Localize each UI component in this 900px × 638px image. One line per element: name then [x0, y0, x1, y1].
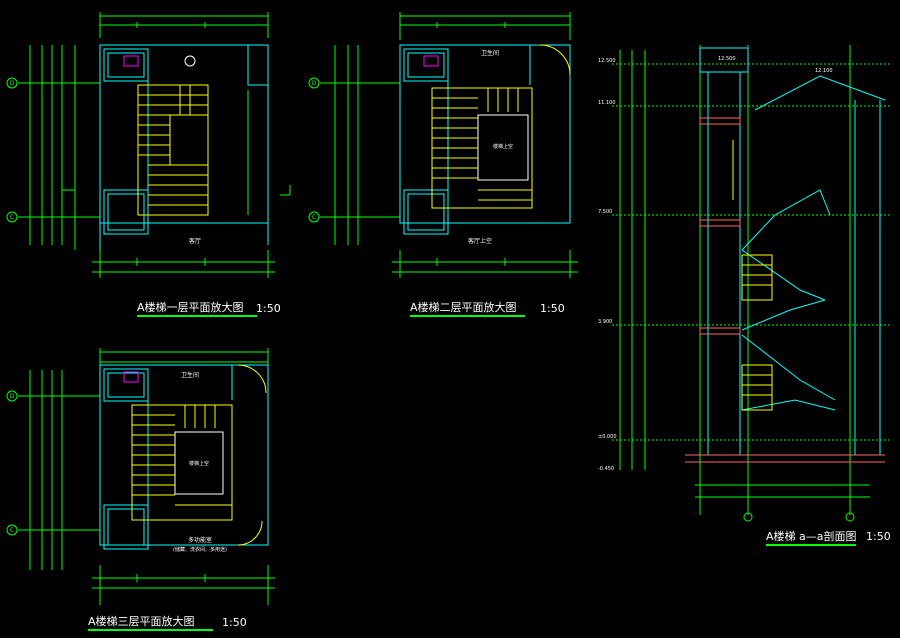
section-scale: 1:50 — [866, 530, 891, 543]
plan-1-room-label: 客厅 — [189, 237, 201, 245]
section-left-dims — [612, 50, 890, 470]
plan-1-axis-c-label: C — [10, 214, 14, 221]
plan-1-title: A楼梯一层平面放大图 — [137, 301, 244, 314]
plan-3-axis-d-label: D — [10, 393, 15, 400]
section-elev-6: -0.450 — [598, 466, 614, 472]
section-walls — [699, 47, 886, 455]
section-axis-lines — [699, 45, 851, 515]
plan-1-left-dims — [29, 45, 76, 250]
section-elev-7: 12.100 — [815, 68, 833, 74]
section-elev-1: 12.500 — [598, 58, 616, 64]
plan-3-magenta-fixture — [123, 371, 139, 383]
plan-2-title: A楼梯二层平面放大图 — [410, 301, 517, 314]
section-stair-treads — [732, 140, 773, 411]
section-elev-4: 3.900 — [598, 319, 612, 325]
plan-2-room-label-top: 卫生间 — [481, 49, 499, 57]
plan-1-right-dims — [247, 90, 291, 215]
plan-1-bottom-dims — [92, 250, 275, 278]
plan-2-axis-c-label: C — [312, 214, 316, 221]
plan-3-stair-treads — [131, 404, 233, 521]
section-axis-bubble-2 — [845, 512, 855, 522]
section-elev-3: 7.500 — [598, 209, 612, 215]
plan-3-axis-d-bubble — [6, 390, 18, 402]
plan-3-top-dims — [99, 348, 269, 372]
plan-3-void-label: 楼梯上空 — [189, 460, 209, 467]
plan-1-axis-d-label: D — [10, 80, 15, 87]
section-title-underline — [766, 544, 856, 546]
plan-1-axis-c-bubble — [6, 211, 18, 223]
plan-2-axis-d-bubble — [308, 77, 320, 89]
plan-2-door-swing — [539, 44, 571, 76]
plan-3-title-underline — [88, 629, 213, 631]
plan-2-left-dims — [320, 45, 400, 245]
plan-1-axis-lines — [18, 82, 100, 218]
plan-2-void-label: 楼梯上空 — [493, 143, 513, 150]
plan-2-axis-c-bubble — [308, 211, 320, 223]
plan-3-bottom-dims — [92, 565, 275, 605]
plan-2-stair-treads — [431, 87, 533, 209]
plan-3-room-label-bottom-b: (储藏、洗衣间、多用途) — [173, 546, 227, 553]
plan-2-top-dims — [399, 12, 571, 40]
plan-1-top-dims — [99, 12, 269, 38]
plan-3-walls — [99, 364, 269, 550]
plan-3-door-swing-top — [237, 364, 267, 394]
plan-1-drawing-ref-circle — [184, 55, 196, 67]
plan-3-title: A楼梯三层平面放大图 — [88, 615, 195, 628]
section-aa — [612, 45, 890, 522]
section-ground — [685, 454, 885, 463]
plan-2-room-label-bottom: 客厅上空 — [468, 237, 492, 245]
section-bottom-dims — [695, 484, 870, 498]
plan-2-bottom-dims — [392, 250, 578, 278]
plan-1-stair — [6, 12, 291, 278]
plan-1-title-underline — [137, 315, 257, 317]
plan-3-room-label-top: 卫生间 — [181, 371, 199, 379]
plan-3-door-swing-bottom — [237, 520, 263, 546]
plan-2-walls — [399, 44, 571, 235]
plan-1-walls — [99, 44, 269, 250]
plan-3-room-label-bottom-a: 多功能室 — [188, 536, 212, 544]
section-stair-flights — [741, 189, 836, 411]
plan-3-stair — [6, 348, 275, 605]
plan-1-scale: 1:50 — [256, 302, 281, 315]
plan-3-axis-c-label: C — [10, 527, 14, 534]
plan-1-magenta-fixture — [123, 55, 139, 67]
section-axis-bubble-1 — [743, 512, 753, 522]
section-elev-5: ±0.000 — [598, 434, 617, 440]
section-title: A楼梯 a—a剖面图 — [766, 530, 857, 543]
plan-3-left-dims — [18, 370, 100, 570]
plan-2-stair — [308, 12, 578, 278]
plan-2-scale: 1:50 — [540, 302, 565, 315]
plan-3-scale: 1:50 — [222, 616, 247, 629]
section-elev-2: 11.100 — [598, 100, 616, 106]
plan-1-axis-d-bubble — [6, 77, 18, 89]
plan-2-title-underline — [410, 315, 525, 317]
plan-2-axis-d-label: D — [312, 80, 317, 87]
plan-1-stair-treads — [137, 84, 209, 216]
plan-2-magenta-fixture — [423, 55, 439, 67]
section-elev-8: 12.500 — [718, 56, 736, 62]
plan-3-axis-c-bubble — [6, 524, 18, 536]
